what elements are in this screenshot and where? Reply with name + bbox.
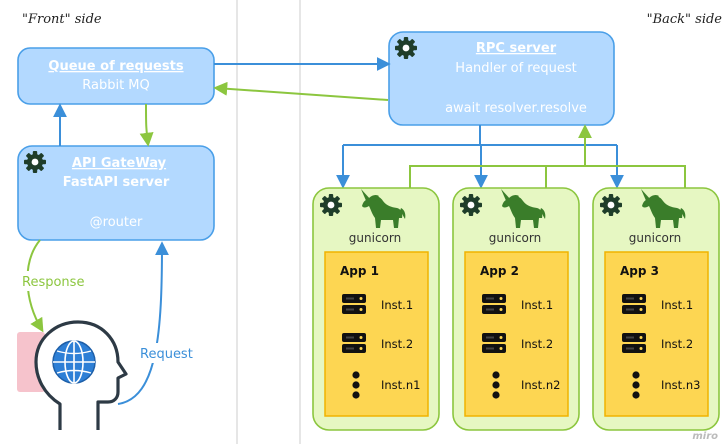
rpc-box-code: await resolver.resolve [445,101,587,116]
arrow-request [117,241,169,405]
queue-box: Queue of requests Rabbit MQ [17,47,215,105]
app-label: App 3 [620,264,659,278]
app-box [324,251,429,417]
front-side-label: "Front" side [22,12,102,27]
back-side-label: "Back" side [647,12,723,27]
rpc-box-subtitle: Handler of request [455,61,576,76]
response-label: Response [22,275,84,290]
instance-label: Inst.1 [521,298,553,312]
worker-group-3: gunicorn App 3 Inst.1 Inst.2 Inst.n3 [592,187,720,431]
gateway-box-code: @router [90,215,143,230]
user-head-globe-icon [17,320,128,430]
rpc-server-box: RPC server Handler of request await reso… [388,31,615,126]
worker-group-1: gunicorn App 1 Inst.1 Inst.2 Inst.n1 [312,187,440,431]
instance-label: Inst.1 [661,298,693,312]
app-box [604,251,709,417]
more-dots-icon [632,371,640,399]
instance-label: Inst.2 [521,337,553,351]
gateway-box-title: API GateWay [72,156,167,171]
instance-label: Inst.n3 [661,378,700,392]
gear-icon [460,194,482,216]
instance-label: Inst.n2 [521,378,560,392]
worker-server-label: gunicorn [629,231,681,245]
arrow-queue-to-gateway [139,103,154,147]
worker-group-2: gunicorn App 2 Inst.1 Inst.2 Inst.n2 [452,187,580,431]
request-label: Request [140,347,193,362]
app-box [464,251,569,417]
gateway-box-subtitle: FastAPI server [63,175,170,190]
rpc-to-workers-connectors [336,125,624,189]
queue-box-subtitle: Rabbit MQ [82,78,150,93]
gear-icon [320,194,342,216]
worker-server-label: gunicorn [489,231,541,245]
workers-to-rpc-connectors [409,124,686,188]
queue-box-title: Queue of requests [48,59,183,74]
instance-label: Inst.2 [381,337,413,351]
api-gateway-box: API GateWay FastAPI server @router [17,145,215,241]
gear-icon [395,37,417,59]
app-label: App 2 [480,264,519,278]
worker-server-label: gunicorn [349,231,401,245]
app-label: App 1 [340,264,379,278]
gear-icon [600,194,622,216]
more-dots-icon [492,371,500,399]
arrow-rpc-to-queue [213,81,389,101]
more-dots-icon [352,371,360,399]
gear-icon [24,151,46,173]
rpc-box-title: RPC server [476,41,557,56]
brand-watermark: miro [692,431,718,442]
instance-label: Inst.1 [381,298,413,312]
instance-label: Inst.2 [661,337,693,351]
instance-label: Inst.n1 [381,378,420,392]
